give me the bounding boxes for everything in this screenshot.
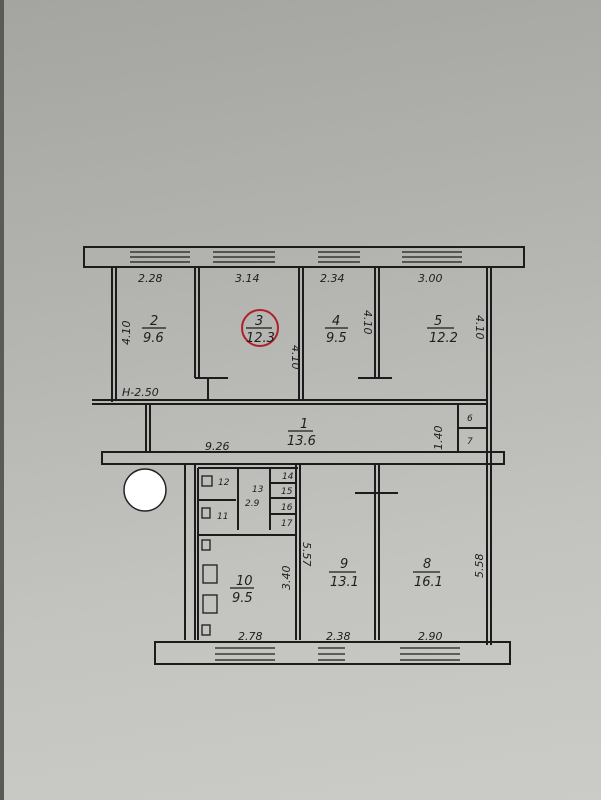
toilet-icon xyxy=(201,475,213,487)
room-2-number: 2 xyxy=(150,314,158,329)
room-12-number: 12 xyxy=(218,478,230,488)
dim-bottom-room10: 2.78 xyxy=(238,630,263,643)
room-8-number: 8 xyxy=(423,557,431,572)
window xyxy=(130,251,190,263)
dim-side-room4: 4.10 xyxy=(361,310,374,335)
highlight-circle xyxy=(241,309,279,347)
dim-bottom-room9: 2.38 xyxy=(326,630,351,643)
room-6-number: 6 xyxy=(467,414,473,424)
dim-side-room5: 4.10 xyxy=(473,315,486,340)
room-5-area: 12.2 xyxy=(429,331,458,346)
dim-corridor-width: 1.40 xyxy=(432,426,445,451)
dim-corridor-length: 9.26 xyxy=(205,440,230,453)
middle-wall xyxy=(101,451,505,465)
room-labels: 2 9.6 3 12.3 4 9.5 5 12.2 1 13.6 6 7 8 1… xyxy=(142,314,473,606)
bottom-outer-wall xyxy=(154,641,511,665)
dim-bottom-room8: 2.90 xyxy=(418,630,443,643)
dim-room9-depth: 5.57 xyxy=(300,542,313,567)
room-8-area: 16.1 xyxy=(414,575,443,590)
room-13-number: 13 xyxy=(252,485,264,495)
room-10-area: 9.5 xyxy=(232,591,253,606)
room-9-area: 13.1 xyxy=(330,575,359,590)
kitchen-fixtures xyxy=(201,475,218,636)
dim-room10-depth: 3.40 xyxy=(280,566,293,591)
dim-top-room2: 2.28 xyxy=(138,272,163,285)
window xyxy=(402,251,462,263)
room-16-number: 16 xyxy=(281,503,293,513)
photo-edge xyxy=(0,0,4,800)
dim-side-room2: 4.10 xyxy=(120,321,133,346)
room-1-number: 1 xyxy=(300,417,308,432)
room-2-area: 9.6 xyxy=(143,331,164,346)
room-1-area: 13.6 xyxy=(287,434,316,449)
room-13-area: 2.9 xyxy=(245,499,260,509)
lower-walls xyxy=(184,464,398,640)
room-17-number: 17 xyxy=(281,519,293,529)
bath-icon xyxy=(201,507,211,519)
dim-top-room3: 3.14 xyxy=(235,272,260,285)
ceiling-height: H-2.50 xyxy=(122,386,159,399)
window xyxy=(213,251,275,263)
window xyxy=(318,251,360,263)
room-10-number: 10 xyxy=(236,574,253,589)
room-11-number: 11 xyxy=(217,512,228,522)
room-7-number: 7 xyxy=(467,437,473,447)
room-5-number: 5 xyxy=(434,314,442,329)
dim-top-room5: 3.00 xyxy=(418,272,443,285)
room-3-area: 12.3 xyxy=(246,331,275,346)
dimension-labels: 2.28 3.14 2.34 3.00 4.10 4.10 4.10 4.10 … xyxy=(120,272,486,643)
room-15-number: 15 xyxy=(281,487,293,497)
upper-walls xyxy=(92,267,492,645)
redaction-mark xyxy=(123,468,167,512)
room-9-number: 9 xyxy=(340,557,348,572)
dim-room8-depth: 5.58 xyxy=(473,554,486,579)
room-4-area: 9.5 xyxy=(326,331,347,346)
room-4-number: 4 xyxy=(332,314,340,329)
dim-top-room4: 2.34 xyxy=(320,272,345,285)
room-3-number: 3 xyxy=(255,314,263,329)
dim-side-room3: 4.10 xyxy=(289,345,302,370)
top-outer-wall xyxy=(83,246,525,268)
room-14-number: 14 xyxy=(282,472,294,482)
